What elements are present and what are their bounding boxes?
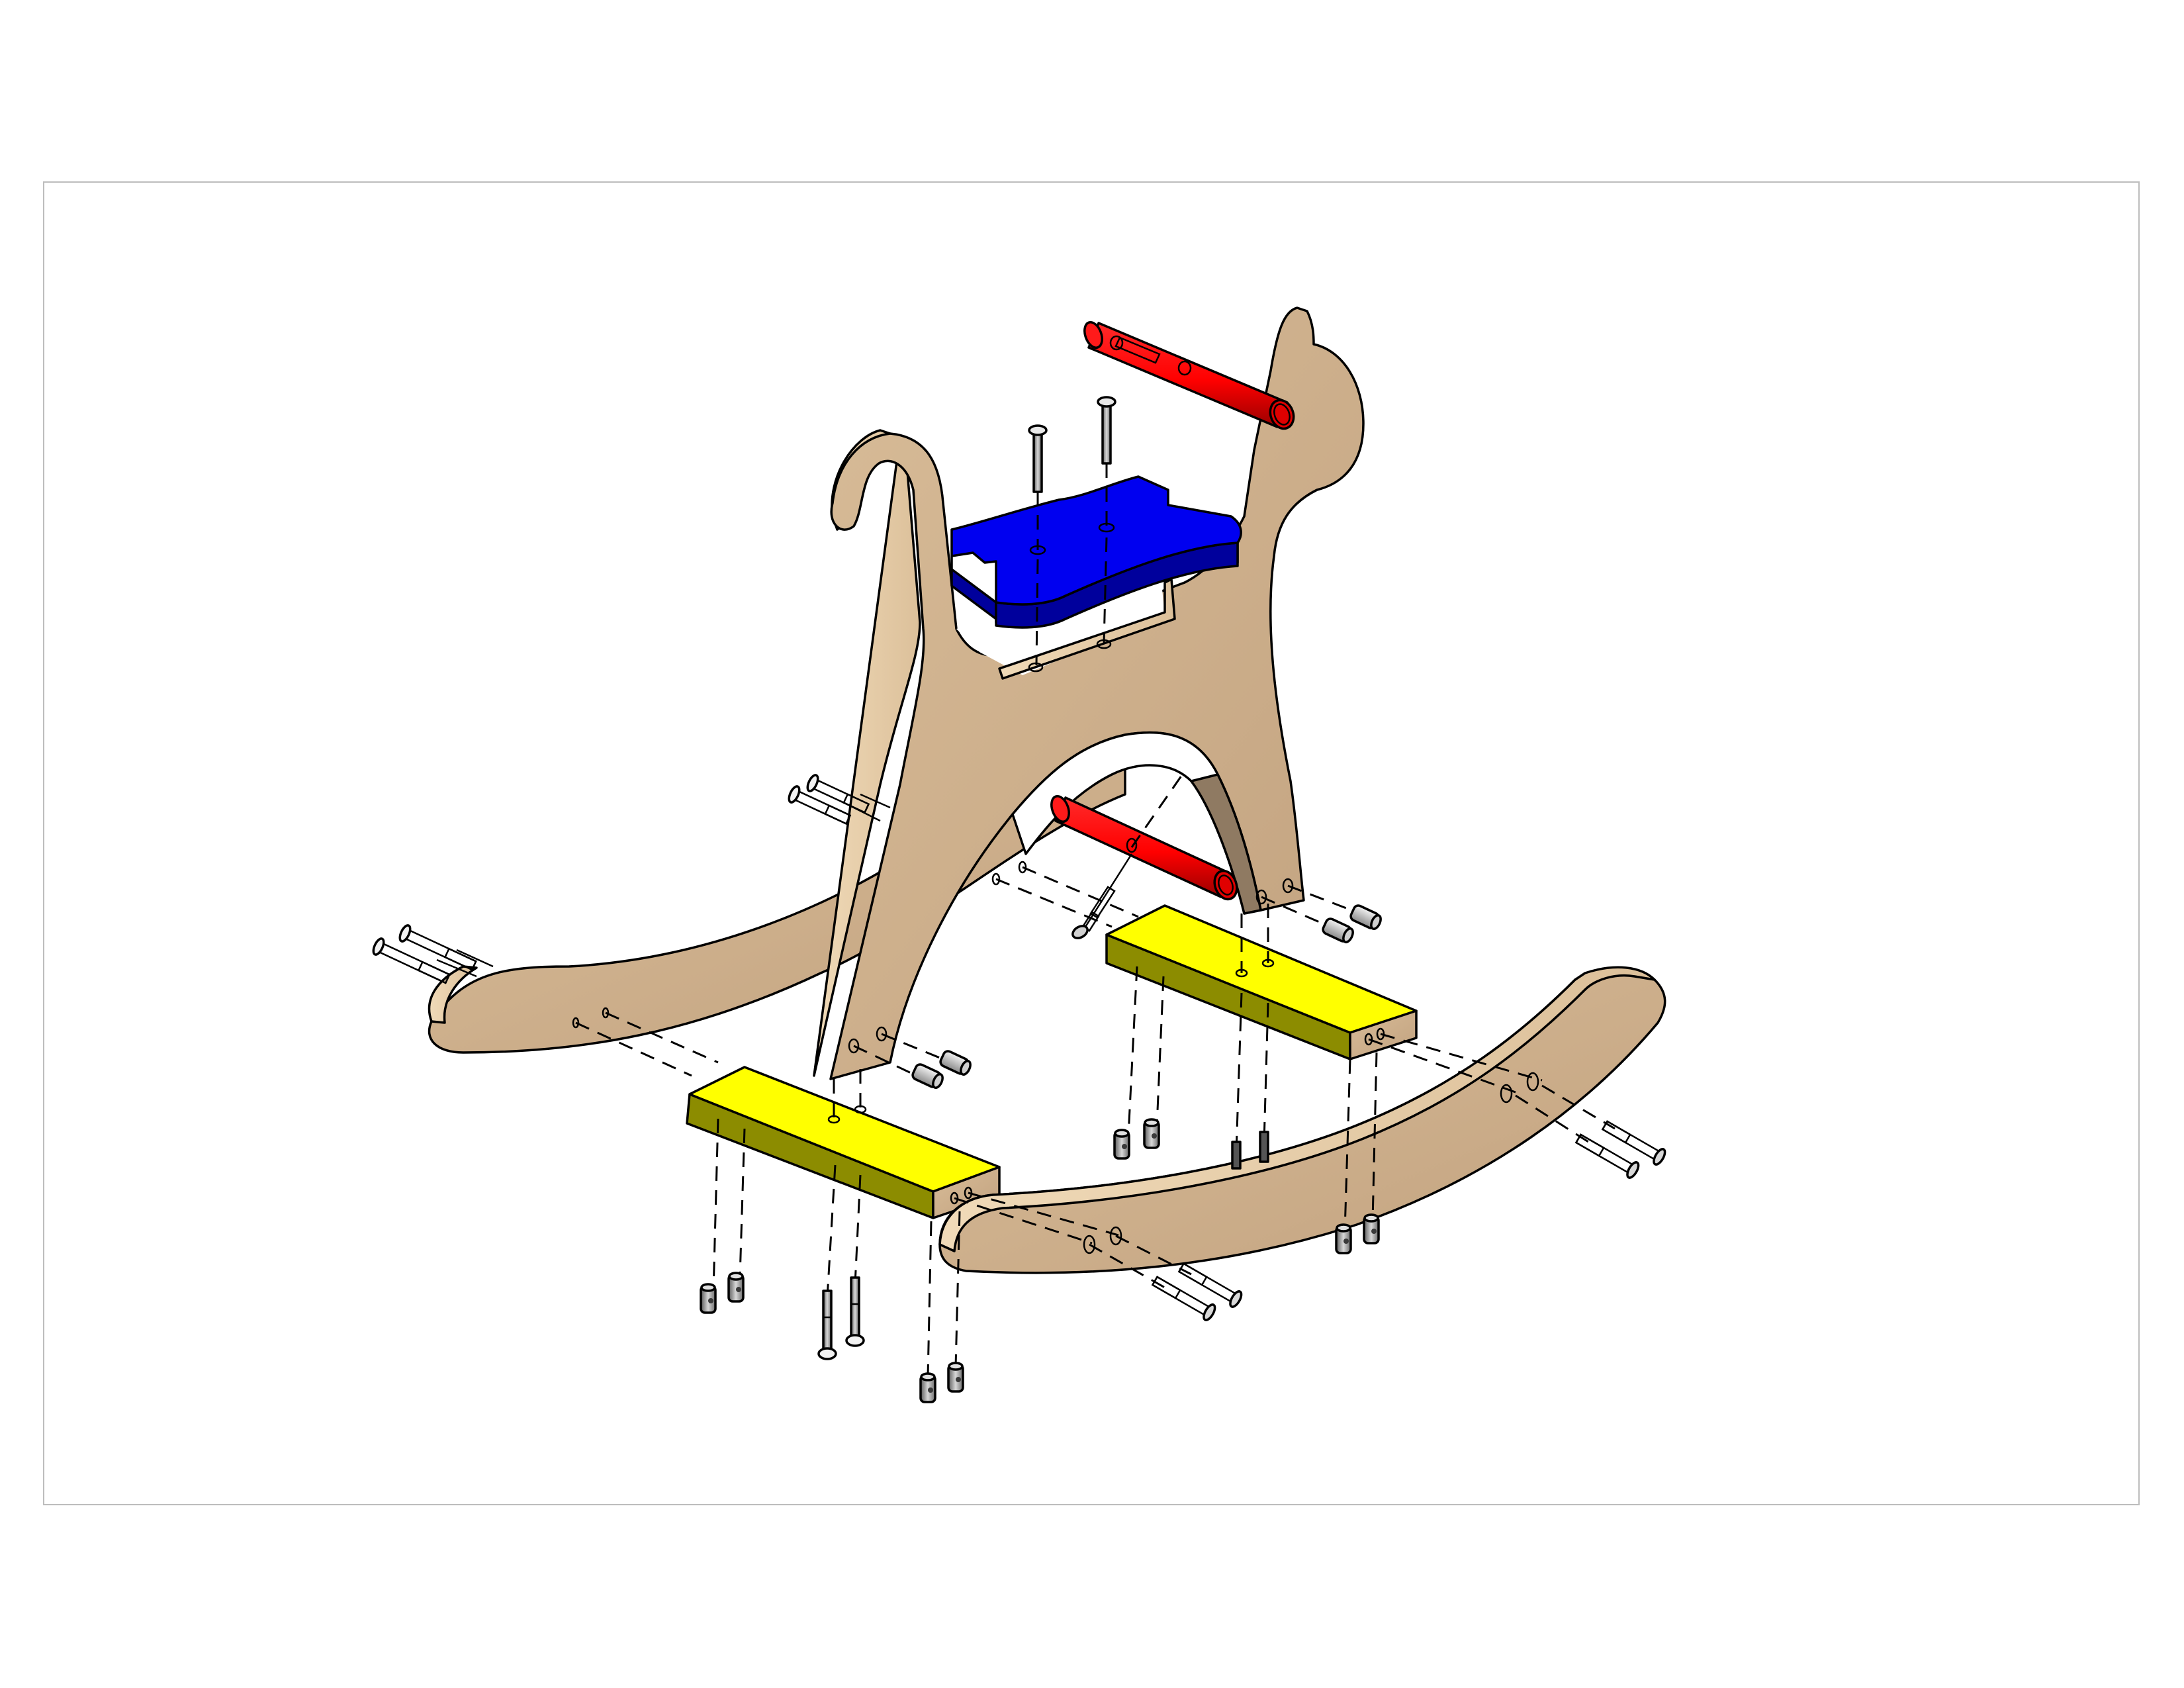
barrel-nut <box>919 1372 936 1403</box>
bolt <box>398 924 477 971</box>
crossbar-rear <box>1105 904 1418 1060</box>
bolt <box>372 937 451 984</box>
barrel-nut <box>1143 1118 1160 1149</box>
drawing-border <box>43 181 2140 1505</box>
countersunk-screw <box>1071 886 1116 939</box>
countersunk-screw <box>1231 1141 1242 1170</box>
barrel-nut <box>1113 1129 1130 1160</box>
countersunk-screw <box>845 1276 865 1347</box>
seat <box>950 475 1242 629</box>
bolt <box>806 774 870 814</box>
barrel-nut <box>1320 915 1356 945</box>
assembly-lines <box>436 793 1615 1378</box>
countersunk-screw <box>817 1289 837 1360</box>
body-panel <box>813 306 1365 1080</box>
seat-screws <box>1028 396 1116 666</box>
countersunk-screw <box>1097 396 1116 465</box>
bolt <box>788 785 852 825</box>
barrel-nut <box>1363 1213 1380 1244</box>
barrel-nut <box>910 1061 946 1091</box>
crossbar-front <box>686 1066 1001 1219</box>
bolt <box>1177 1262 1243 1308</box>
fasteners-vertical <box>700 1118 1380 1403</box>
bolts <box>372 774 1666 1321</box>
bolt <box>1151 1276 1216 1321</box>
barrel-nut <box>947 1362 964 1393</box>
barrel-nut <box>938 1048 974 1078</box>
upper-handle <box>1083 321 1295 430</box>
barrel-nut <box>727 1272 745 1303</box>
rocker-right <box>938 966 1666 1274</box>
countersunk-screw <box>1028 424 1048 493</box>
barrel-nut <box>1335 1223 1352 1254</box>
bolt <box>1601 1120 1666 1166</box>
barrel-nut <box>700 1283 717 1314</box>
lower-footrest <box>1050 771 1238 939</box>
barrel-nut <box>1348 902 1384 932</box>
bolt <box>1574 1133 1640 1179</box>
countersunk-screw <box>1259 1131 1269 1163</box>
